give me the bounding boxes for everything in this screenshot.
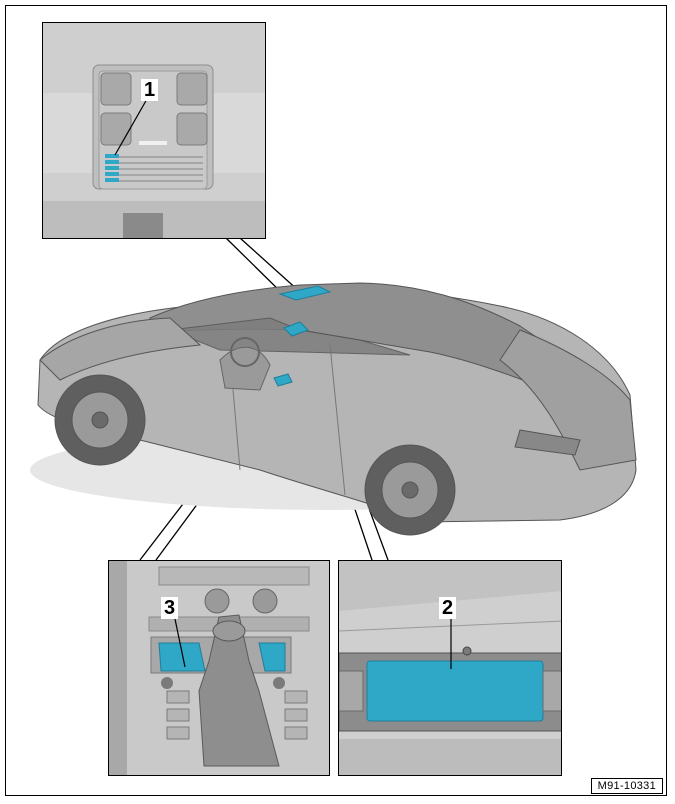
car-highlights bbox=[273, 285, 332, 387]
overhead-console-drawing bbox=[43, 23, 265, 238]
car-hood bbox=[39, 317, 202, 381]
callout-number-2: 2 bbox=[439, 597, 457, 619]
callout-3-highlight bbox=[158, 642, 206, 672]
detail-view-2: 2 bbox=[338, 560, 562, 776]
detail-view-3: 3 bbox=[108, 560, 330, 776]
car-highlight-3 bbox=[273, 373, 293, 387]
glove-compartment-drawing bbox=[339, 561, 561, 775]
leader-line-1b bbox=[239, 237, 301, 293]
callout-1-highlight bbox=[105, 154, 119, 182]
car-rear bbox=[499, 329, 637, 471]
car-body bbox=[30, 282, 637, 536]
car-highlight-1 bbox=[278, 285, 332, 301]
detail-view-1: 1 bbox=[42, 22, 266, 239]
callout-number-1: 1 bbox=[141, 79, 159, 101]
callout-number-3: 3 bbox=[161, 597, 179, 619]
center-console-drawing bbox=[109, 561, 329, 775]
figure-reference-code: M91-10331 bbox=[590, 778, 663, 794]
car-highlight-2 bbox=[283, 321, 309, 337]
